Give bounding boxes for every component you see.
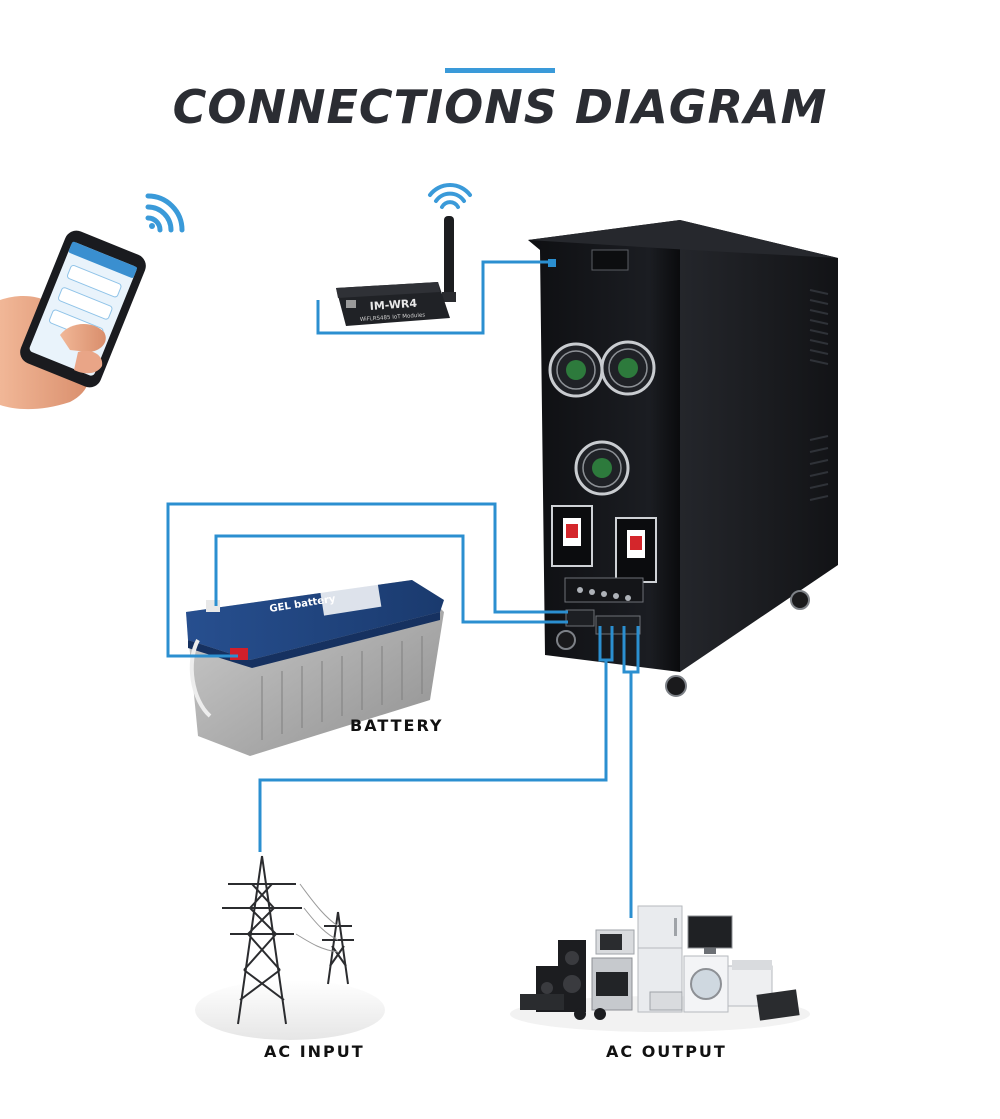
wire-battery-negative bbox=[214, 534, 568, 624]
connection-wires bbox=[166, 260, 640, 918]
smartphone-app-icon bbox=[0, 193, 185, 410]
wifi-signal-icon bbox=[145, 193, 185, 233]
ac-input-label: AC INPUT bbox=[264, 1042, 365, 1061]
caster-wheel-icon bbox=[556, 590, 810, 697]
gel-battery: GEL battery bbox=[186, 580, 444, 756]
wifi-module-subtitle: WiFi,RS485 IoT Modules bbox=[360, 312, 426, 323]
wire-battery-positive bbox=[166, 502, 568, 658]
wifi-module-model: IM-WR4 bbox=[369, 297, 418, 313]
wire-ac-input-run bbox=[258, 660, 608, 852]
circuit-breaker-icon bbox=[551, 505, 657, 583]
antenna-wifi-icon bbox=[428, 183, 472, 209]
battery-label: BATTERY bbox=[350, 716, 444, 735]
home-appliances-icon bbox=[510, 905, 810, 1032]
terminal-block bbox=[564, 577, 644, 635]
wire-wifi-to-inverter bbox=[316, 260, 550, 335]
cooling-fan-icon bbox=[548, 340, 656, 496]
ac-output-label: AC OUTPUT bbox=[606, 1042, 727, 1061]
title-accent-bar bbox=[445, 68, 555, 73]
page-title: CONNECTIONS DIAGRAM bbox=[172, 80, 828, 134]
wifi-module-device: IM-WR4 WiFi,RS485 IoT Modules bbox=[336, 183, 472, 326]
power-pylon-icon bbox=[195, 855, 385, 1040]
inverter-cabinet bbox=[528, 220, 838, 697]
